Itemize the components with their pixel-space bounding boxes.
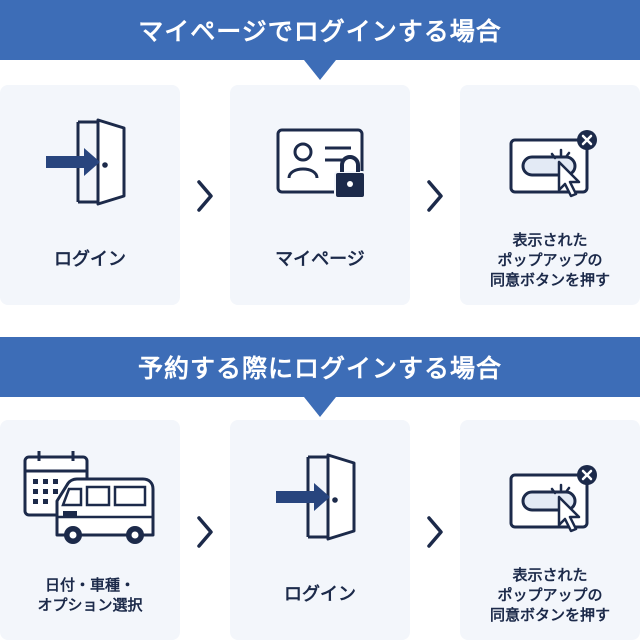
step-label: 表示された ポップアップの 同意ボタンを押す — [489, 231, 610, 289]
section-2-banner: 予約する際にログインする場合 — [0, 337, 640, 417]
section-1-step-3-card: 表示された ポップアップの 同意ボタンを押す — [460, 85, 640, 305]
chevron-right-icon — [420, 512, 450, 552]
popup-click-icon — [460, 105, 640, 215]
section-1-step-2-card: マイページ — [230, 85, 410, 305]
step-label: ログイン — [284, 584, 356, 605]
section-2-step-2-card: ログイン — [230, 420, 410, 640]
section-1-title: マイページでログインする場合 — [138, 17, 502, 46]
chevron-right-icon — [190, 512, 220, 552]
chevron-right-icon — [420, 176, 450, 216]
popup-click-icon — [460, 440, 640, 550]
id-card-lock-icon — [230, 105, 410, 215]
calendar-car-icon — [0, 440, 180, 550]
section-1-banner: マイページでログインする場合 — [0, 0, 640, 80]
section-2-step-1-card: 日付・車種・ オプション選択 — [0, 420, 180, 640]
section-1-step-1-card: ログイン — [0, 85, 180, 305]
section-2-step-3-card: 表示された ポップアップの 同意ボタンを押す — [460, 420, 640, 640]
chevron-right-icon — [190, 176, 220, 216]
section-2-title: 予約する際にログインする場合 — [137, 354, 502, 383]
step-label: マイページ — [275, 249, 365, 270]
login-door-icon — [0, 105, 180, 215]
step-label: ログイン — [54, 249, 126, 270]
login-door-icon — [230, 440, 410, 550]
step-label: 表示された ポップアップの 同意ボタンを押す — [489, 566, 610, 624]
step-label: 日付・車種・ オプション選択 — [37, 576, 143, 614]
